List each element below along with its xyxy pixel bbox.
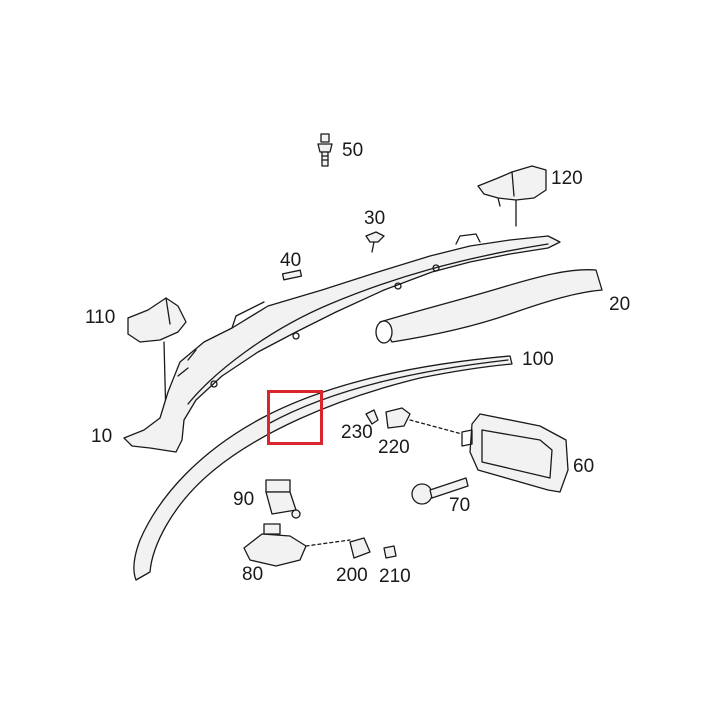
bolt-50 [317,133,333,167]
connector-200 [349,537,371,559]
callout-80: 80 [242,564,264,585]
highlight-box [267,390,323,445]
callout-230: 230 [341,422,373,443]
callout-100: 100 [522,349,554,370]
callout-10: 10 [91,426,113,447]
sensor-80 [243,523,351,567]
hose-20 [375,269,603,344]
callout-30: 30 [364,208,386,229]
callout-220: 220 [378,437,410,458]
connector-220 [385,407,463,435]
callout-120: 120 [551,168,583,189]
callout-50: 50 [342,140,364,161]
callout-90: 90 [233,489,255,510]
callout-110: 110 [85,307,116,328]
callout-40: 40 [280,250,302,271]
screw-70 [411,477,469,505]
callout-210: 210 [379,566,411,587]
pin-40 [281,269,303,281]
control-unit-60 [461,413,569,493]
callout-20: 20 [609,294,631,315]
sensor-90 [265,479,301,519]
clip-30 [365,231,385,253]
callout-70: 70 [449,495,471,516]
callout-200: 200 [336,565,368,586]
trim-10 [123,233,561,453]
connector-210 [383,545,397,559]
callout-60: 60 [573,456,595,477]
connector-230 [365,409,379,425]
bracket-120 [477,165,547,227]
